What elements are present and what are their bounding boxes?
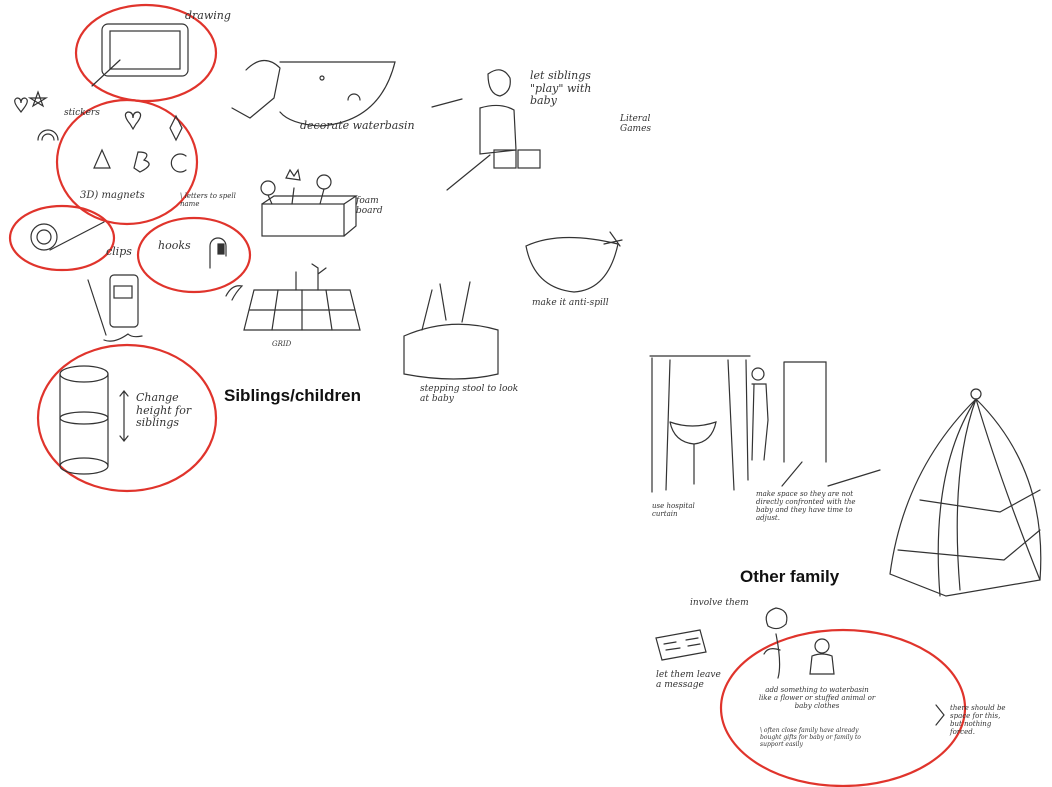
note-stepping-stool: stepping stool to look at baby: [420, 384, 520, 405]
clips-sketch: [31, 222, 104, 250]
stepping-stool-sketch: [404, 282, 498, 379]
cylinder-sketch: [60, 366, 128, 474]
tablet-sketch: [92, 24, 188, 86]
heading-other-family: Other family: [740, 567, 839, 587]
canopy-sketch: [890, 389, 1041, 596]
foam-board-sketch: [261, 170, 356, 236]
glue-pencil-sketch: [88, 275, 142, 341]
anti-spill-basin-sketch: [526, 232, 622, 292]
note-hooks: hooks: [158, 240, 191, 253]
note-grid: GRID: [272, 340, 291, 348]
grid-sketch: [226, 264, 360, 330]
note-curtain: use hospital curtain: [652, 502, 708, 518]
hook-sketch: [210, 238, 226, 268]
note-stickers: stickers: [64, 108, 100, 118]
note-make-space: make space so they are not directly conf…: [756, 490, 874, 522]
note-add-something: add something to waterbasin like a flowe…: [758, 686, 876, 710]
note-involve: involve them: [690, 598, 749, 608]
message-card-sketch: [656, 630, 706, 660]
arrow-icon: [782, 462, 802, 486]
heading-siblings: Siblings/children: [224, 386, 361, 406]
note-literal-games: Literal Games: [620, 114, 670, 135]
note-let-siblings: let siblings "play" with baby: [530, 70, 596, 108]
note-drawing: drawing: [185, 10, 231, 23]
note-there-should: there should be space for this, but noth…: [950, 704, 1012, 736]
note-decorate: decorate waterbasin: [300, 120, 415, 133]
arrow-icon: [432, 99, 462, 107]
note-often-family: \ often close family have already bought…: [760, 728, 864, 749]
note-leave-message: let them leave a message: [656, 670, 726, 691]
note-foam-board: foam board: [356, 196, 396, 217]
note-letters: \ letters to spell name: [180, 192, 254, 208]
waterbasin-decorate-sketch: [232, 60, 395, 126]
note-change-height: Change height for siblings: [136, 392, 206, 430]
note-clips: clips: [106, 246, 132, 259]
note-magnets: 3D) magnets: [80, 190, 145, 202]
arrow-icon: [828, 470, 880, 486]
hospital-curtain-sketch: [650, 356, 826, 492]
person-with-baby-sketch: [447, 70, 540, 190]
note-anti-spill: make it anti-spill: [532, 298, 609, 308]
greater-than-icon: [936, 705, 944, 725]
